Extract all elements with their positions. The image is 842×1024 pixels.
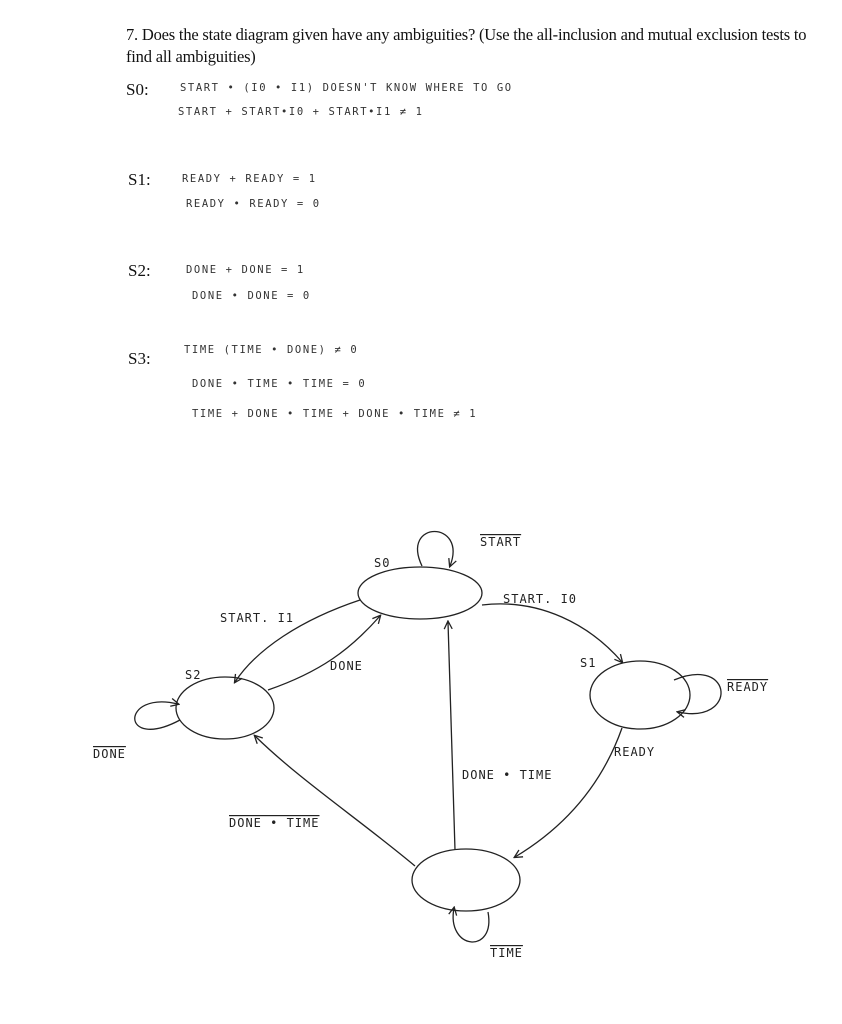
answer-state-label-s1: S1: <box>128 170 151 189</box>
state-s3-node <box>411 848 521 912</box>
transition-s2-to-s0 <box>267 616 380 691</box>
label-s2-to-s0: DONE <box>330 659 363 673</box>
label-s3-to-s0: DONE • TIME <box>462 768 552 782</box>
transition-s3-to-s0 <box>448 622 456 851</box>
answer-s2-line-2: DONE • DONE = 0 <box>192 290 311 302</box>
answer-state-label-s3: S3: <box>128 349 151 368</box>
answer-s2-line-1: DONE + DONE = 1 <box>186 264 305 276</box>
answer-s3-line-1: TIME (TIME • DONE) ≠ 0 <box>184 344 359 356</box>
state-s1-label: S1 <box>580 656 596 670</box>
answer-s0-line-2: START + START•I0 + START•I1 ≠ 1 <box>178 106 424 118</box>
s1-self-loop <box>673 673 722 714</box>
state-s2-node <box>175 676 275 740</box>
label-s0-to-s1: START. I0 <box>503 592 577 606</box>
label-s2-self: DONE <box>93 747 126 761</box>
s2-self-loop <box>134 702 180 730</box>
label-s3-to-s2: DONE • TIME <box>229 816 319 830</box>
label-s3-self: TIME <box>490 946 523 960</box>
transition-s0-to-s2 <box>235 599 361 682</box>
transition-s3-to-s2 <box>255 736 416 867</box>
state-s1-node <box>589 660 691 730</box>
answer-s0-line-1: START • (I0 • I1) DOESN'T KNOW WHERE TO … <box>180 82 513 94</box>
answer-s3-line-2: DONE • TIME • TIME = 0 <box>192 378 367 390</box>
label-s1-self: READY <box>727 680 768 694</box>
answer-state-label-s2: S2: <box>128 261 151 280</box>
transition-s1-to-s3 <box>515 727 623 857</box>
label-s1-to-s3: READY <box>614 745 655 759</box>
label-s0-to-s2: START. I1 <box>220 611 294 625</box>
answer-s1-line-1: READY + READY = 1 <box>182 173 317 185</box>
answer-s1-line-2: READY • READY = 0 <box>186 198 321 210</box>
s0-self-loop <box>416 531 454 567</box>
label-s0-self: START <box>480 535 521 549</box>
state-s2-label: S2 <box>185 668 201 682</box>
answer-s3-line-3: TIME + DONE • TIME + DONE • TIME ≠ 1 <box>192 408 478 420</box>
question-text: 7. Does the state diagram given have any… <box>126 25 807 66</box>
state-s0-label: S0 <box>374 556 390 570</box>
state-s0-node <box>357 566 483 620</box>
answer-state-label-s0: S0: <box>126 80 149 99</box>
transition-s0-to-s1 <box>481 603 622 662</box>
s3-self-loop <box>453 908 490 943</box>
